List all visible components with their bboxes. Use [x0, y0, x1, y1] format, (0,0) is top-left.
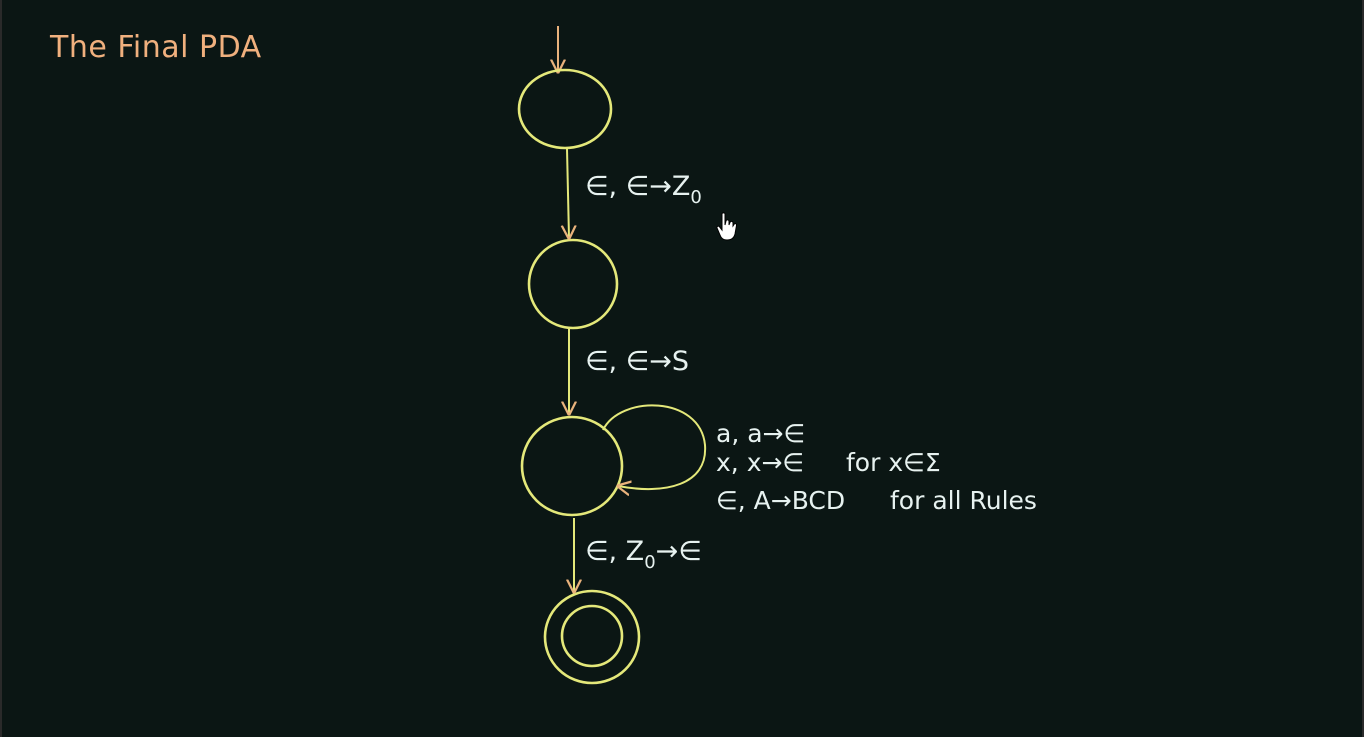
label-loop-note-2: for x∈Σ	[846, 448, 941, 477]
state-start	[517, 68, 613, 150]
state-accept-outer	[543, 589, 641, 685]
label-loop-line-1: a, a→∈	[716, 419, 805, 448]
label-push-s: ∈, ∈→S	[585, 346, 689, 377]
state-accept-inner	[560, 604, 624, 668]
state-loop	[520, 415, 624, 517]
label-loop-note-3: for all Rules	[890, 486, 1037, 515]
page-title: The Final PDA	[50, 30, 262, 65]
state-push-z0	[527, 238, 619, 330]
label-loop-line-3: ∈, A→BCD	[716, 486, 845, 515]
transition-self-loop	[602, 404, 707, 489]
label-pop-z0: ∈, Z0→∈	[585, 536, 702, 573]
hand-pointer-icon	[716, 212, 738, 241]
label-loop-line-2: x, x→∈	[716, 448, 804, 477]
transition-start-to-push	[567, 148, 569, 238]
label-push-z0: ∈, ∈→Z0	[585, 171, 702, 208]
